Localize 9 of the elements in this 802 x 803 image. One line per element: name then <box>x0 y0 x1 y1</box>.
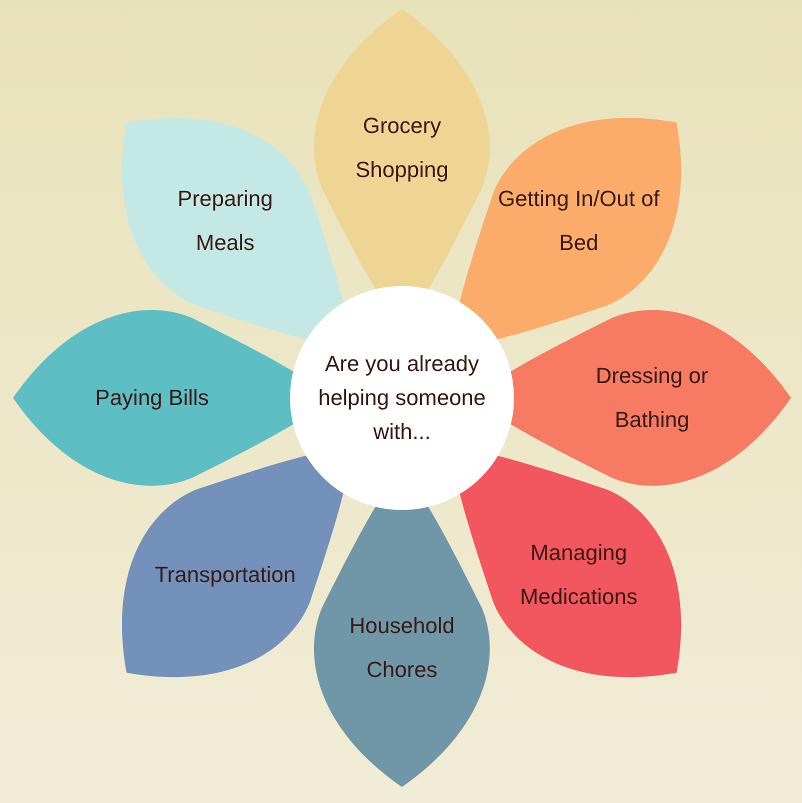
petal-label: Managing Medications <box>519 538 638 611</box>
petal-label: Household Chores <box>348 612 456 684</box>
center-question: Are you already helping someone with... <box>317 350 487 446</box>
petal-label: Paying Bills <box>94 384 210 412</box>
petal-label: Grocery Shopping <box>354 112 450 184</box>
petal-label: Dressing or Bathing <box>594 362 710 434</box>
petal-label: Getting In/Out of Bed <box>497 185 660 258</box>
petal-label: Transportation <box>154 560 297 589</box>
petal-label: Preparing Meals <box>176 185 274 258</box>
